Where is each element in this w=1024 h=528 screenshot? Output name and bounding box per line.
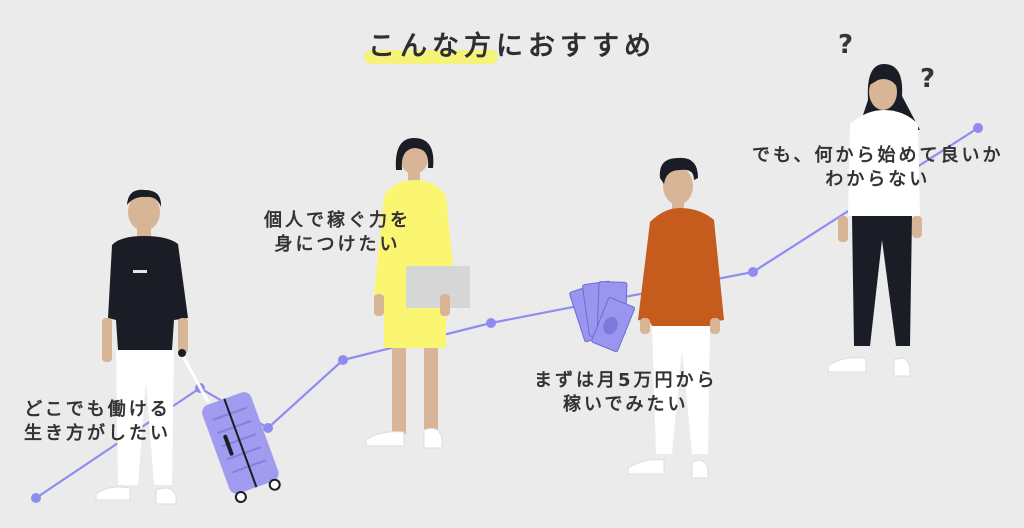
title-highlight: こんな方 xyxy=(368,31,496,62)
person-traveler xyxy=(95,189,188,505)
person-orange-sweater xyxy=(627,157,724,479)
person-confused-woman xyxy=(827,64,922,377)
persona-caption-1: どこでも働ける 生き方がしたい xyxy=(24,399,171,444)
page-title: こんな方におすすめ xyxy=(368,24,656,63)
persona-caption-4: でも、何から始めて良いか わからない xyxy=(752,145,1004,190)
suitcase-icon xyxy=(178,349,281,504)
persona-caption-3: まずは月5万円から 稼いでみたい xyxy=(534,370,718,415)
person-yellow-dress xyxy=(365,138,470,449)
money-bills-icon xyxy=(569,280,635,352)
question-mark-icon: ? xyxy=(838,30,854,60)
question-mark-icon: ? xyxy=(920,64,936,94)
persona-caption-2: 個人で稼ぐ力を 身につけたい xyxy=(264,210,411,255)
title-rest: におすすめ xyxy=(496,31,656,62)
